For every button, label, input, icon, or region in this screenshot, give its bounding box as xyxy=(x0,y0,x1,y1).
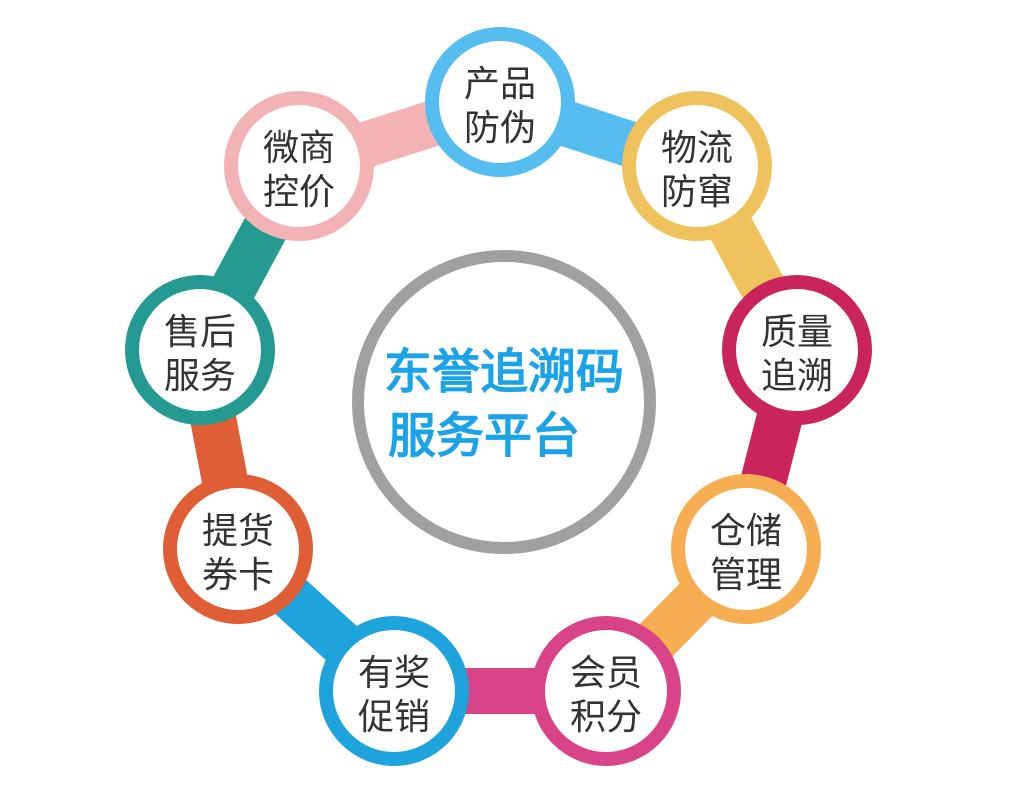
node-ring-pickup-voucher xyxy=(163,474,313,624)
center-title-line1: 东誉追溯码 xyxy=(384,344,624,400)
node-label-line1: 有奖 xyxy=(358,653,430,694)
node-ring-after-sales-service xyxy=(125,275,275,425)
node-label-line2: 防窜 xyxy=(661,172,733,213)
node-label-line1: 产品 xyxy=(464,64,536,105)
center-title-line2: 服务平台 xyxy=(388,408,580,464)
node-label-line2: 控价 xyxy=(263,172,335,213)
node-label-line2: 防伪 xyxy=(464,108,536,149)
node-ring-warehouse-management xyxy=(671,474,821,624)
node-ring-wechat-price-control xyxy=(224,91,374,241)
center-hub: 东誉追溯码 服务平台 xyxy=(352,250,656,554)
center-ring xyxy=(352,250,656,554)
node-label-line1: 微商 xyxy=(263,128,335,169)
node-label-line2: 管理 xyxy=(710,555,782,596)
node-label-line1: 仓储 xyxy=(710,511,782,552)
node-label-line1: 物流 xyxy=(661,128,733,169)
node-ring-product-anti-counterfeit xyxy=(425,27,575,177)
feature-nodes: 产品防伪物流防窜质量追溯仓储管理会员积分有奖促销提货券卡售后服务微商控价 xyxy=(125,27,872,766)
node-label-line2: 追溯 xyxy=(761,356,833,397)
node-label-line1: 会员 xyxy=(570,653,642,694)
node-label-line2: 促销 xyxy=(358,697,430,738)
node-ring-prize-promotion xyxy=(319,616,469,766)
node-ring-quality-traceability xyxy=(722,275,872,425)
node-label-line1: 提货 xyxy=(202,511,274,552)
node-ring-member-points xyxy=(531,616,681,766)
node-label-line1: 质量 xyxy=(761,312,833,353)
node-label-line2: 券卡 xyxy=(202,555,274,596)
node-label-line1: 售后 xyxy=(164,312,236,353)
node-ring-logistics-anti-diversion xyxy=(622,91,772,241)
node-label-line2: 服务 xyxy=(164,356,236,397)
node-label-line2: 积分 xyxy=(570,697,642,738)
